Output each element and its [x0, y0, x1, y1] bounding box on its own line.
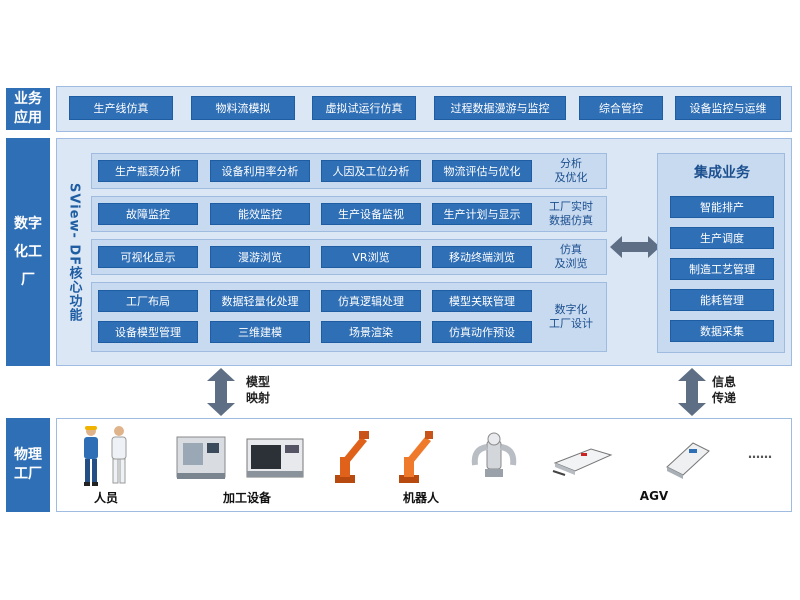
integration-item-process[interactable]: 制造工艺管理	[670, 258, 774, 280]
core-item-utilization[interactable]: 设备利用率分析	[210, 160, 310, 182]
integration-item-dispatch[interactable]: 生产调度	[670, 227, 774, 249]
core-item-roaming[interactable]: 漫游浏览	[210, 246, 310, 268]
integration-item-scheduling[interactable]: 智能排产	[670, 196, 774, 218]
core-item-rendering[interactable]: 场景渲染	[321, 321, 421, 343]
core-item-visualization[interactable]: 可视化显示	[98, 246, 198, 268]
cnc-machine-icon	[176, 436, 226, 479]
core-function-title: SView- DF核心功能	[66, 183, 82, 323]
caption-machining: 加工设备	[222, 491, 271, 505]
core-row-design: 工厂布局 数据轻量化处理 仿真逻辑处理 模型关联管理 设备模型管理 三维建模 场…	[91, 282, 607, 352]
core-row-label-realtime: 工厂实时数据仿真	[549, 200, 593, 227]
integration-panel: 集成业务 智能排产 生产调度 制造工艺管理 能耗管理 数据采集	[657, 153, 785, 353]
business-panel: 生产线仿真 物料流模拟 虚拟试运行仿真 过程数据漫游与监控 综合管控 设备监控与…	[56, 86, 792, 132]
industrial-robot-icon	[399, 431, 433, 483]
caption-people: 人员	[93, 491, 118, 505]
more-ellipsis: ……	[748, 447, 772, 461]
core-row-label-browse: 仿真及浏览	[554, 243, 588, 270]
info-transfer-label: 信息传递	[712, 375, 737, 406]
core-row-realtime: 故障监控 能效监控 生产设备监视 生产计划与显示 工厂实时数据仿真	[91, 196, 607, 232]
core-item-sim-logic[interactable]: 仿真逻辑处理	[321, 290, 421, 312]
worker-figure-icon	[84, 426, 98, 486]
agv-vehicle-icon	[666, 442, 710, 479]
model-mapping-arrow-icon	[207, 368, 235, 416]
worker-figure-icon	[111, 426, 127, 484]
core-item-3d-modeling[interactable]: 三维建模	[210, 321, 310, 343]
caption-agv: AGV	[639, 489, 669, 503]
core-item-layout[interactable]: 工厂布局	[98, 290, 198, 312]
integration-title: 集成业务	[694, 165, 750, 181]
core-item-logistics[interactable]: 物流评估与优化	[432, 160, 532, 182]
integration-item-data-collect[interactable]: 数据采集	[670, 320, 774, 342]
core-item-action-preset[interactable]: 仿真动作预设	[432, 321, 532, 343]
core-row-browse: 可视化显示 漫游浏览 VR浏览 移动终端浏览 仿真及浏览	[91, 239, 607, 275]
business-app-virtual-commissioning[interactable]: 虚拟试运行仿真	[312, 96, 416, 120]
layer-label-physical: 物理 工厂	[6, 418, 50, 512]
dual-arm-robot-icon	[471, 432, 517, 477]
business-app-line-sim[interactable]: 生产线仿真	[69, 96, 173, 120]
layer-label-business: 业务 应用	[6, 88, 50, 130]
integration-item-energy[interactable]: 能耗管理	[670, 289, 774, 311]
core-item-equipment-watch[interactable]: 生产设备监视	[321, 203, 421, 225]
business-app-material-flow[interactable]: 物料流模拟	[191, 96, 295, 120]
core-item-vr[interactable]: VR浏览	[321, 246, 421, 268]
bidirectional-arrow-icon	[610, 236, 660, 258]
core-item-lightweight[interactable]: 数据轻量化处理	[210, 290, 310, 312]
layer-label-digital: 数字 化工 厂	[6, 138, 50, 366]
core-row-analysis: 生产瓶颈分析 设备利用率分析 人因及工位分析 物流评估与优化 分析及优化	[91, 153, 607, 189]
core-item-energy-monitor[interactable]: 能效监控	[210, 203, 310, 225]
core-row-label-design: 数字化工厂设计	[549, 303, 593, 330]
info-transfer-arrow-icon	[678, 368, 706, 416]
business-app-equipment-monitor[interactable]: 设备监控与运维	[675, 96, 781, 120]
core-item-fault-monitor[interactable]: 故障监控	[98, 203, 198, 225]
digital-panel: SView- DF核心功能 生产瓶颈分析 设备利用率分析 人因及工位分析 物流评…	[56, 138, 792, 366]
agv-vehicle-icon	[552, 448, 613, 476]
core-item-bottleneck[interactable]: 生产瓶颈分析	[98, 160, 198, 182]
core-item-mobile[interactable]: 移动终端浏览	[432, 246, 532, 268]
business-app-integrated-control[interactable]: 综合管控	[579, 96, 663, 120]
core-item-equipment-model[interactable]: 设备模型管理	[98, 321, 198, 343]
business-app-process-data[interactable]: 过程数据漫游与监控	[434, 96, 566, 120]
model-mapping-label: 模型映射	[246, 375, 271, 406]
cnc-machine-icon	[246, 438, 304, 478]
physical-panel: …… 人员 加工设备 机器人 AGV	[56, 418, 792, 512]
caption-robots: 机器人	[402, 491, 439, 505]
industrial-robot-icon	[335, 431, 369, 483]
core-item-model-link[interactable]: 模型关联管理	[432, 290, 532, 312]
core-row-label-analysis: 分析及优化	[554, 157, 588, 184]
core-item-plan-display[interactable]: 生产计划与显示	[432, 203, 532, 225]
core-item-human-factors[interactable]: 人因及工位分析	[321, 160, 421, 182]
